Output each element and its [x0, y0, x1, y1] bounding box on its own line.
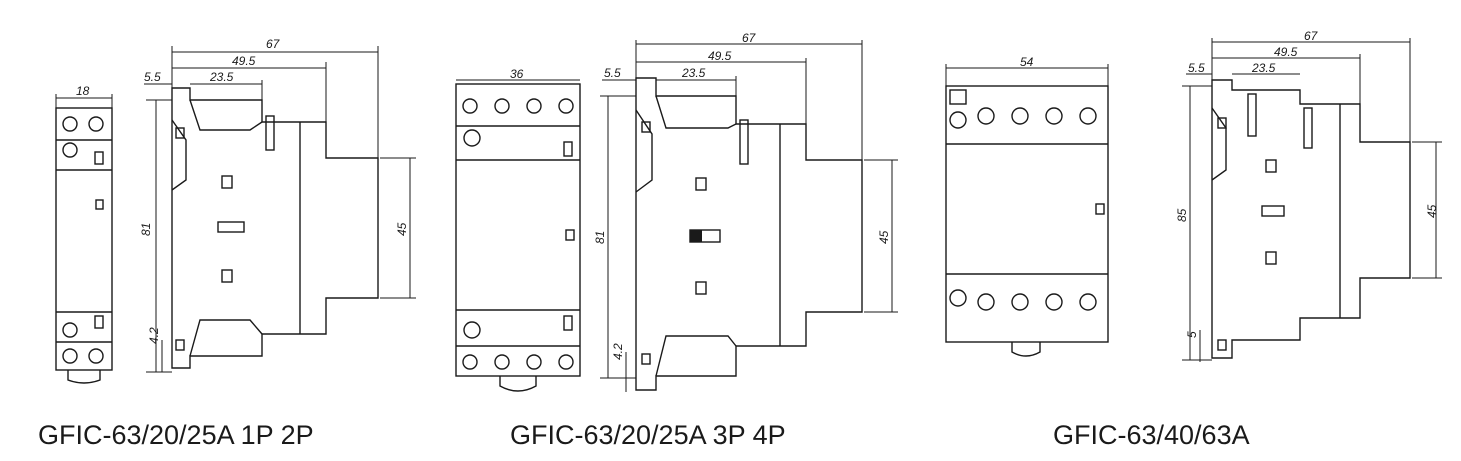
dim-d3-1: 5.5	[144, 70, 161, 84]
dim-foot-3: 5	[1185, 331, 1199, 338]
dim-height-2: 81	[593, 231, 607, 244]
front-view-40-63a	[945, 64, 1109, 357]
dim-d3-3: 5.5	[1188, 61, 1205, 75]
dim-d4-2: 23.5	[681, 66, 706, 80]
dim-height-1: 81	[139, 223, 153, 236]
dim-front-width-1: 18	[76, 84, 90, 98]
dim-foot-1: 4.2	[147, 327, 161, 344]
caption-1p2p: GFIC-63/20/25A 1P 2P	[38, 420, 314, 450]
dim-rail-2: 45	[877, 230, 891, 244]
dim-d4-3: 23.5	[1251, 61, 1276, 75]
dim-d4-1: 23.5	[209, 70, 234, 84]
dim-depth-2: 67	[742, 31, 757, 45]
dim-rail-1: 45	[395, 222, 409, 236]
front-view-1p2p	[55, 94, 113, 384]
caption-3p4p: GFIC-63/20/25A 3P 4P	[510, 420, 786, 450]
dim-depth2-1: 49.5	[232, 54, 256, 68]
dim-depth-1: 67	[266, 37, 281, 51]
dim-front-width-2: 36	[510, 67, 524, 81]
dim-d3-2: 5.5	[604, 66, 621, 80]
caption-40-63a: GFIC-63/40/63A	[1053, 420, 1250, 450]
dim-depth2-2: 49.5	[708, 49, 732, 63]
front-view-3p4p	[455, 79, 581, 392]
dim-depth-3: 67	[1304, 29, 1319, 43]
dim-depth2-3: 49.5	[1274, 45, 1298, 59]
dim-height-3: 85	[1175, 208, 1189, 222]
side-view-40-63a	[1182, 38, 1442, 362]
dim-front-width-3: 54	[1020, 55, 1034, 69]
side-view-1p2p	[144, 46, 416, 373]
dim-rail-3: 45	[1425, 204, 1439, 218]
side-view-3p4p	[600, 40, 898, 392]
dim-foot-2: 4.2	[611, 343, 625, 360]
